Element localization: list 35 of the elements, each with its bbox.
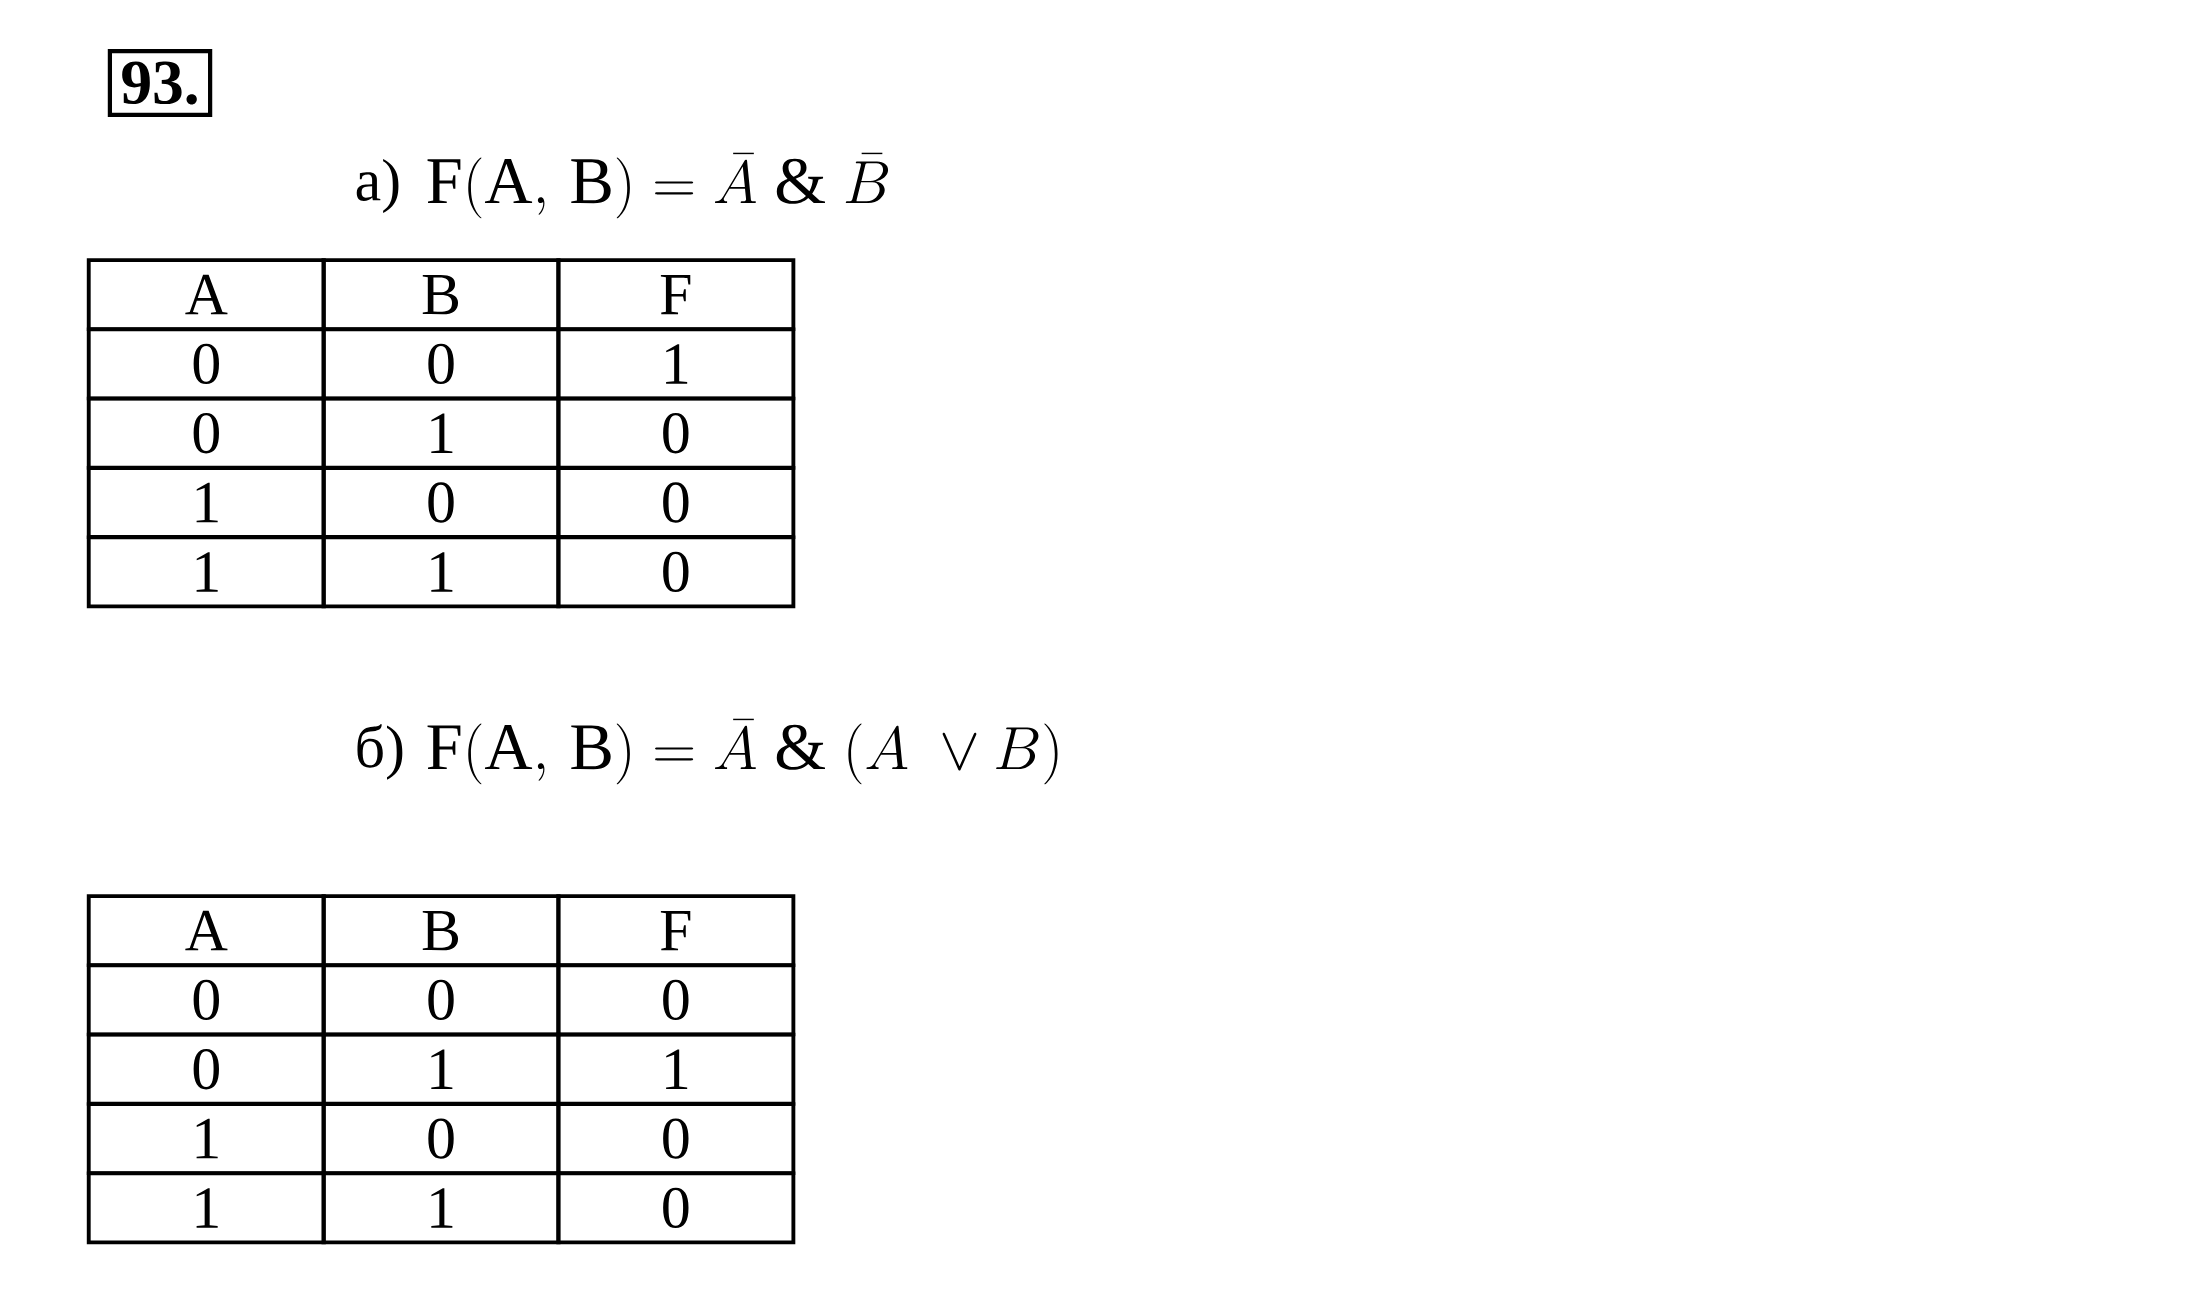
table-cell: 0 — [556, 396, 796, 470]
table-cell: 1 — [556, 327, 796, 401]
table-cell: A — [86, 894, 326, 968]
table-cell: 0 — [321, 1102, 561, 1176]
item-letter: а) — [356, 158, 399, 214]
table-cell: 0 — [556, 535, 796, 609]
table-cell: 1 — [556, 1032, 796, 1106]
table-cell: 0 — [86, 963, 326, 1037]
table-cell: 1 — [86, 1171, 326, 1245]
table-cell: 0 — [321, 466, 561, 539]
table-cell: 0 — [556, 1102, 796, 1176]
table-cell: 0 — [86, 396, 326, 470]
table-cell: 1 — [321, 1171, 561, 1245]
table-cell: 1 — [86, 1102, 326, 1176]
table-cell: 0 — [86, 1032, 326, 1106]
table-cell: F — [556, 258, 796, 332]
formula: $\mathrm{F(A,\,B)} = \bar{A}\ \&\ (A\ \vee B)$ — [427, 718, 1058, 785]
item-letter: б) — [357, 724, 403, 780]
table-cell: 0 — [86, 327, 326, 401]
table-cell: 0 — [556, 1171, 796, 1245]
table-cell: A — [86, 258, 326, 332]
table-cell: B — [321, 258, 561, 332]
table-cell: 1 — [321, 396, 561, 470]
table-cell: 1 — [86, 535, 326, 609]
table-cell: 0 — [321, 963, 561, 1037]
table-cell: 0 — [321, 327, 561, 401]
table-cell: F — [556, 894, 796, 968]
problem-number: 93. — [107, 48, 213, 118]
table-cell: 1 — [86, 466, 326, 539]
table-cell: 0 — [556, 466, 796, 539]
formula: $\mathrm{F(A,\,B)} = \bar{A}\ \&\ \bar{B}$ — [427, 152, 889, 219]
table-cell: 0 — [556, 963, 796, 1037]
table-cell: B — [321, 894, 561, 968]
table-cell: 1 — [321, 1032, 561, 1106]
table-cell: 1 — [321, 535, 561, 609]
